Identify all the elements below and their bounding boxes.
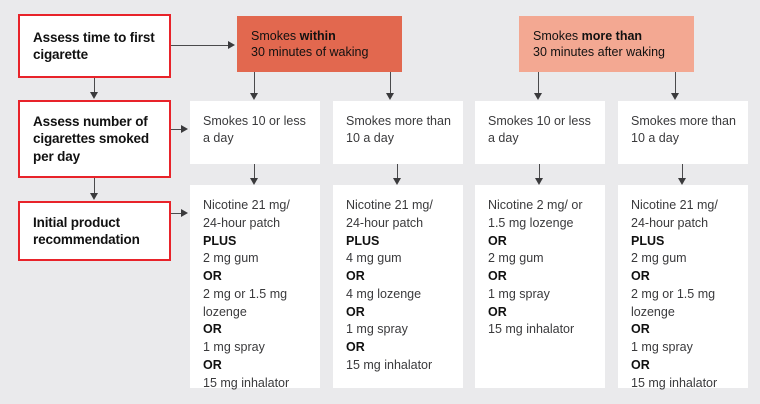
- recommendation-item: 15 mg inhalator: [346, 357, 433, 372]
- header2-line1-prefix: Smokes: [533, 28, 582, 43]
- recommendation-item: Nicotine 21 mg/ 24-hour patch: [631, 198, 718, 230]
- connector-quantity1-to-rec1: [254, 164, 256, 179]
- recommendation-item: 4 mg lozenge: [346, 286, 422, 301]
- quantity-label-3: Smokes 10 or less a day: [488, 114, 591, 145]
- quantity-box-3[interactable]: Smokes 10 or less a day: [475, 101, 605, 164]
- recommendation-conjunction: OR: [346, 340, 365, 354]
- recommendation-conjunction: PLUS: [203, 233, 237, 248]
- recommendation-conjunction: OR: [488, 269, 507, 283]
- arrowhead-stage1-to-header1: [228, 40, 235, 49]
- connector-stage2-to-quantities: [171, 129, 181, 131]
- recommendation-item: 2 mg or 1.5 mg lozenge: [203, 286, 288, 319]
- arrowhead-header2-to-quantity3: [533, 93, 542, 100]
- arrowhead-header1-to-quantity2: [385, 93, 394, 100]
- quantity-box-4[interactable]: Smokes more than 10 a day: [618, 101, 748, 164]
- header-box-smokes-within[interactable]: Smokes within 30 minutes of waking: [237, 16, 402, 72]
- arrowhead-header1-to-quantity1: [249, 93, 258, 100]
- recommendation-item: Nicotine 21 mg/ 24-hour patch: [346, 198, 433, 230]
- header2-line1-emphasis: more than: [581, 28, 643, 43]
- recommendation-item: 1 mg spray: [631, 340, 693, 354]
- stage-box-assess-time[interactable]: Assess time to first cigarette: [18, 14, 171, 78]
- arrowhead-quantity2-to-rec2: [392, 178, 401, 185]
- recommendation-conjunction: OR: [631, 357, 650, 372]
- arrowhead-stage2-to-quantities: [181, 124, 188, 133]
- quantity-label-2: Smokes more than 10 a day: [346, 114, 451, 145]
- stage-box-assess-count[interactable]: Assess number of cigarettes smoked per d…: [18, 100, 171, 178]
- recommendation-item: 15 mg inhalator: [488, 322, 575, 337]
- recommendation-item: 2 mg or 1.5 mg lozenge: [631, 286, 716, 319]
- recommendation-conjunction: OR: [631, 322, 650, 337]
- recommendation-item: 2 mg gum: [203, 251, 259, 266]
- recommendation-conjunction: OR: [488, 304, 507, 319]
- quantity-label-4: Smokes more than 10 a day: [631, 114, 736, 145]
- header-label-smokes-within: Smokes within 30 minutes of waking: [251, 28, 368, 61]
- stage-label-initial-rec: Initial product recommendation: [33, 214, 140, 247]
- recommendation-item: 2 mg gum: [631, 251, 687, 266]
- connector-stage1-to-header1: [171, 45, 228, 47]
- recommendation-item: 15 mg inhalator: [203, 375, 290, 390]
- connector-header2-to-quantity4: [675, 72, 677, 94]
- recommendation-conjunction: OR: [346, 269, 365, 283]
- recommendation-conjunction: OR: [631, 269, 650, 283]
- recommendation-item: 4 mg gum: [346, 251, 402, 266]
- quantity-box-1[interactable]: Smokes 10 or less a day: [190, 101, 320, 164]
- connector-quantity2-to-rec2: [397, 164, 399, 179]
- recommendation-item: 15 mg inhalator: [631, 375, 718, 390]
- arrowhead-quantity3-to-rec3: [534, 178, 543, 185]
- connector-quantity4-to-rec4: [682, 164, 684, 179]
- header-line1-prefix: Smokes: [251, 28, 300, 43]
- recommendation-conjunction: OR: [203, 357, 222, 372]
- arrowhead-quantity4-to-rec4: [677, 178, 686, 185]
- connector-header1-to-quantity2: [390, 72, 392, 94]
- connector-stage3-to-recommendations: [171, 213, 181, 215]
- connector-stage1-to-stage2: [94, 78, 96, 93]
- recommendation-item: Nicotine 2 mg/ or 1.5 mg lozenge: [488, 198, 583, 230]
- connector-header1-to-quantity1: [254, 72, 256, 94]
- recommendation-item: 2 mg gum: [488, 251, 544, 266]
- recommendation-conjunction: OR: [346, 304, 365, 319]
- connector-header2-to-quantity3: [538, 72, 540, 94]
- arrowhead-header2-to-quantity4: [670, 93, 679, 100]
- header2-line2: 30 minutes after waking: [533, 45, 666, 59]
- recommendation-item: 1 mg spray: [203, 340, 265, 354]
- arrowhead-stage3-to-recommendations: [181, 208, 188, 217]
- recommendation-conjunction: OR: [203, 269, 222, 283]
- recommendation-conjunction: PLUS: [346, 233, 380, 248]
- arrowhead-stage1-to-stage2: [89, 92, 98, 99]
- recommendation-item: 1 mg spray: [488, 286, 550, 301]
- quantity-box-2[interactable]: Smokes more than 10 a day: [333, 101, 463, 164]
- stage-label-assess-time: Assess time to first cigarette: [33, 29, 155, 62]
- stage-label-assess-count: Assess number of cigarettes smoked per d…: [33, 114, 150, 164]
- recommendation-conjunction: OR: [488, 233, 507, 248]
- recommendation-conjunction: PLUS: [631, 233, 665, 248]
- quantity-label-1: Smokes 10 or less a day: [203, 114, 306, 145]
- header-box-smokes-more-than[interactable]: Smokes more than 30 minutes after waking: [519, 16, 694, 72]
- recommendation-item: Nicotine 21 mg/ 24-hour patch: [203, 198, 290, 230]
- connector-stage2-to-stage3: [94, 178, 96, 194]
- header-line1-emphasis: within: [299, 28, 336, 43]
- header-label-smokes-more-than: Smokes more than 30 minutes after waking: [533, 28, 665, 61]
- header-line2: 30 minutes of waking: [251, 45, 369, 59]
- arrowhead-stage2-to-stage3: [89, 193, 98, 200]
- recommendation-item: 1 mg spray: [346, 322, 408, 337]
- recommendation-conjunction: OR: [203, 322, 222, 337]
- connector-quantity3-to-rec3: [539, 164, 541, 179]
- stage-box-initial-rec[interactable]: Initial product recommendation: [18, 201, 171, 261]
- arrowhead-quantity1-to-rec1: [249, 178, 258, 185]
